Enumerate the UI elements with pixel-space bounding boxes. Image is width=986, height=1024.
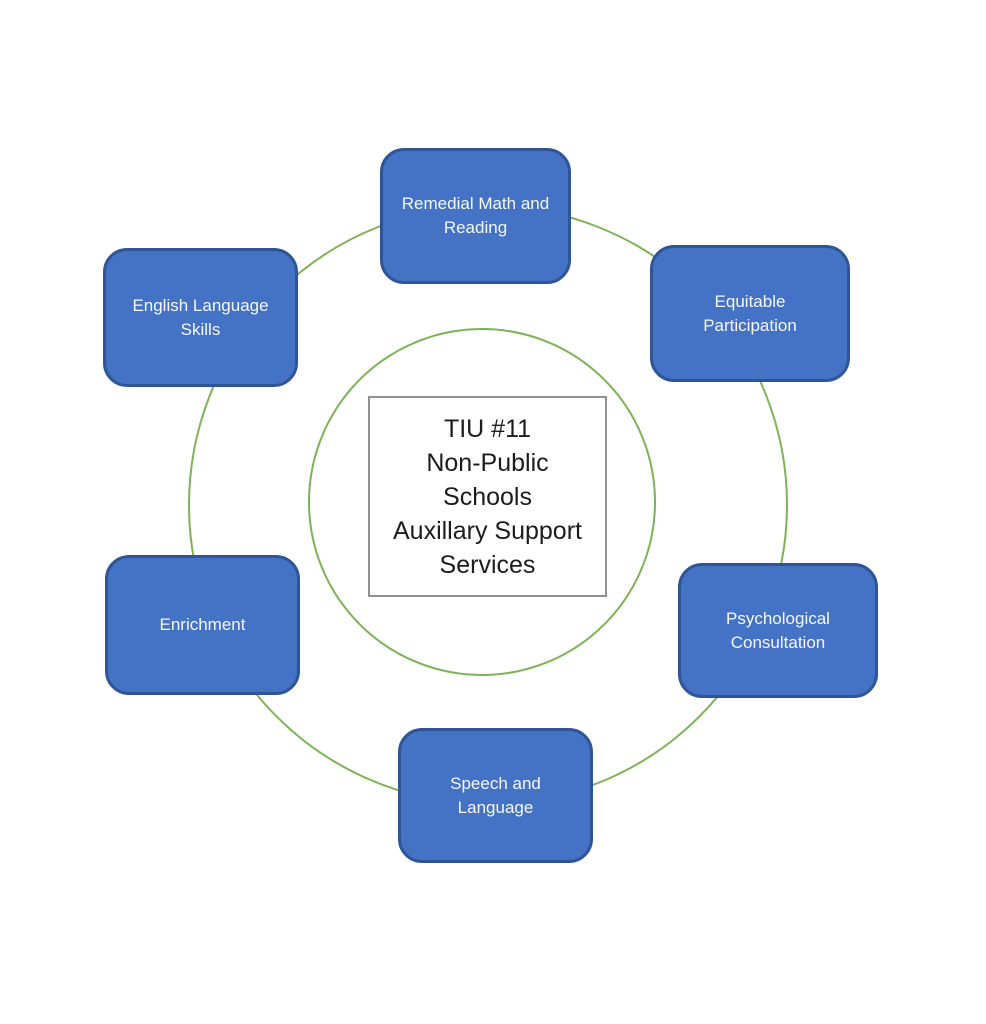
node-speech-and-language: Speech and Language xyxy=(398,728,593,863)
node-label: Speech and Language xyxy=(450,773,541,817)
node-english-language-skills: English Language Skills xyxy=(103,248,298,387)
node-label: Equitable Participation xyxy=(703,291,797,335)
node-label: Psychological Consultation xyxy=(726,608,830,652)
node-label: Enrichment xyxy=(159,615,246,634)
node-label: English Language Skills xyxy=(132,295,269,339)
node-equitable-participation: Equitable Participation xyxy=(650,245,850,382)
inner-circle xyxy=(308,328,656,676)
center-title-box: TIU #11 Non-Public Schools Auxillary Sup… xyxy=(368,396,607,597)
node-psychological-consultation: Psychological Consultation xyxy=(678,563,878,698)
center-title-text: TIU #11 Non-Public Schools Auxillary Sup… xyxy=(393,414,582,579)
node-label: Remedial Math and Reading xyxy=(401,194,550,237)
node-remedial-math-and-reading: Remedial Math and Reading xyxy=(380,148,571,284)
node-enrichment: Enrichment xyxy=(105,555,300,695)
